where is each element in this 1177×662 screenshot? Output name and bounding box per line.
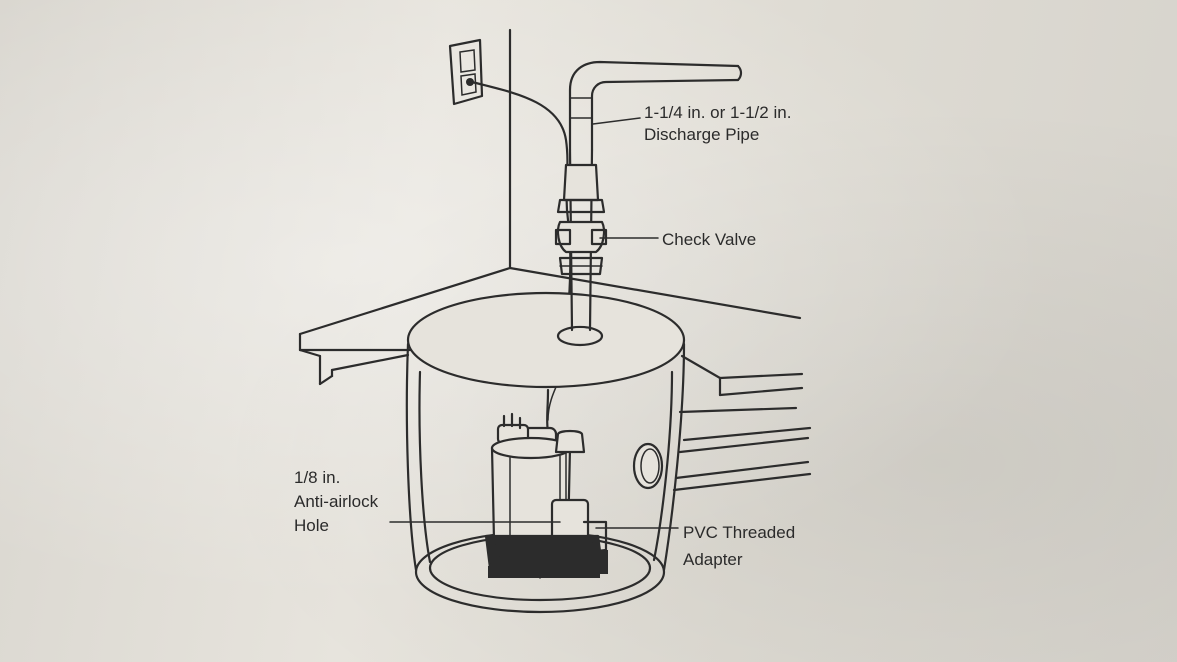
anti-airlock-hole-text: Hole [294, 516, 329, 535]
anti-airlock-text: Anti-airlock [294, 492, 379, 511]
check-valve [554, 163, 608, 276]
pvc-adapter-line2: Adapter [683, 550, 743, 569]
wall-corner [298, 28, 802, 336]
discharge-pipe-name: Discharge Pipe [644, 125, 760, 144]
check-valve-label: Check Valve [662, 230, 757, 249]
leader-lines [389, 117, 679, 529]
pvc-adapter-line1: PVC Threaded [683, 523, 796, 542]
sump-pump [484, 388, 608, 579]
wall-outlet [448, 38, 484, 106]
discharge-pipe-size: 1-1/4 in. or 1-1/2 in. [644, 103, 792, 122]
floor-slab [298, 332, 812, 492]
discharge-pipe-label: 1-1/4 in. or 1-1/2 in. Discharge Pipe [644, 102, 791, 146]
anti-airlock-size: 1/8 in. [294, 468, 341, 487]
